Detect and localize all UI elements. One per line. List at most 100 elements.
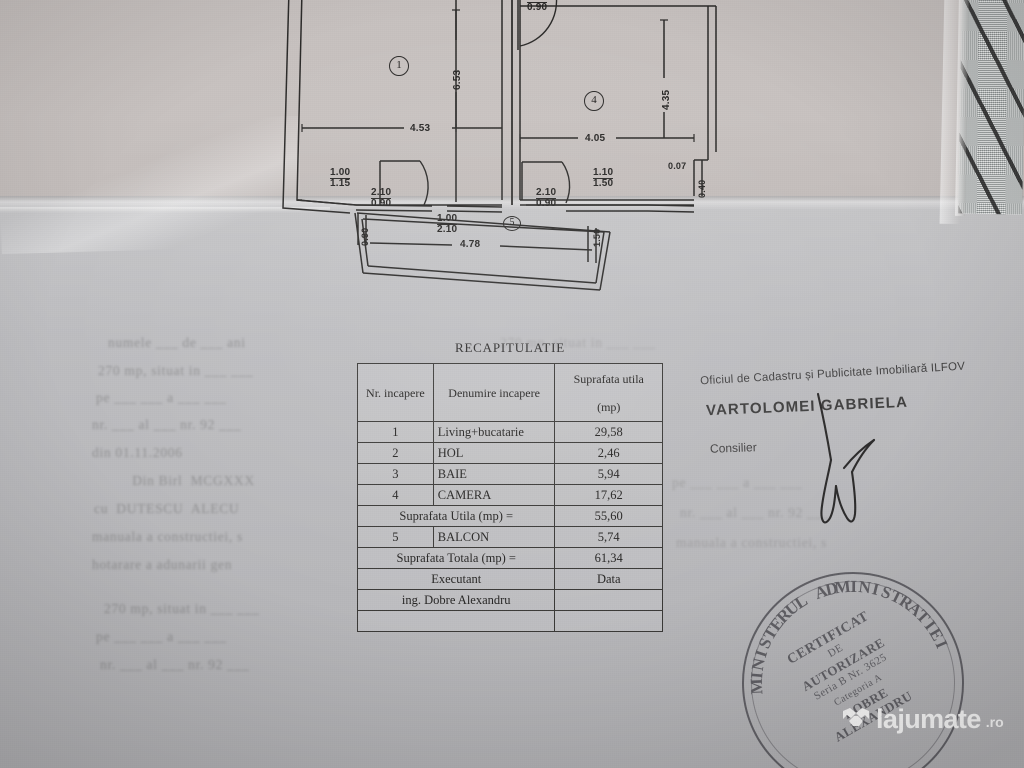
executant-label: Executant (356, 568, 556, 590)
opening-width: 1.00 (330, 167, 351, 179)
opening-height: 1.15 (330, 178, 351, 189)
site-watermark: lajumate .ro (841, 705, 1004, 733)
verso-ghost-text-4: nr. ___ al ___ nr. 92 ___ (92, 417, 242, 432)
dim-0-90-balcony: 0.90 (360, 227, 370, 246)
row-area: 29,58 (554, 421, 663, 443)
verso-ghost-text-9: hotarare a adunarii gen (92, 557, 233, 572)
verso-ghost-text-13: 270 mp, situat in ___ ___ (500, 335, 656, 350)
opening-label-door-3: 2.10 0.90 (536, 187, 557, 209)
table-row: 2 HOL 2,46 (357, 442, 663, 464)
floor-plan-drawing: 1 4 5 6.53 4.53 4.35 4.05 4.78 0.07 0.40… (0, 0, 1024, 300)
opening-height: 1.50 (593, 178, 614, 189)
row-area: 17,62 (554, 484, 663, 506)
recapitulatie-table: Nr. incapere Denumire incapere Suprafata… (356, 363, 663, 632)
dim-4-35: 4.35 (661, 89, 672, 110)
total-label: Suprafata Totala (mp) = (356, 547, 556, 569)
verso-ghost-text-11: pe ___ ___ a ___ ___ (96, 629, 227, 644)
opening-height: 2.10 (437, 224, 458, 235)
opening-height: 0.90 (536, 198, 557, 209)
header-area: Suprafata utila (mp) (554, 363, 663, 422)
footer-header-row: Executant Data (356, 568, 663, 590)
row-nr: 1 (357, 421, 434, 443)
table-row: 3 BAIE 5,94 (357, 463, 663, 485)
data-value (554, 589, 663, 611)
footer-blank-row (356, 610, 663, 632)
row-area: 5,94 (554, 463, 663, 485)
row-name: BAIE (432, 463, 556, 485)
row-nr: 4 (357, 484, 434, 506)
blank-cell-left (356, 610, 556, 632)
ocpi-officer-role: Consilier (709, 440, 757, 456)
verso-ghost-text-6: Din Birl MCGXXX (120, 473, 255, 488)
room-marker-4: 4 (584, 91, 604, 111)
opening-width: 2.10 (527, 0, 548, 3)
row-name: CAMERA (432, 484, 556, 506)
dim-0-40: 0.40 (697, 179, 707, 198)
verso-ghost-text-12: nr. ___ al ___ nr. 92 ___ (100, 657, 250, 672)
handwritten-signature (816, 392, 876, 524)
verso-ghost-text-7: cu DUTESCU ALECU (94, 501, 240, 516)
subtotal-label: Suprafata Utila (mp) = (356, 505, 556, 527)
watermark-tld: .ro (985, 714, 1004, 730)
verso-ghost-text-5: din 01.11.2006 (92, 445, 183, 460)
row-name: HOL (432, 442, 556, 464)
opening-label-window-1: 1.00 1.15 (330, 167, 351, 189)
blank-cell-right (554, 610, 663, 632)
room-marker-5: 5 (503, 216, 521, 231)
verso-ghost-text-16: manuala a constructiei, s (676, 535, 827, 550)
dim-4-78: 4.78 (460, 239, 481, 250)
verso-ghost-text-10: 270 mp, situat in ___ ___ (104, 601, 260, 616)
executant-value: ing. Dobre Alexandru (356, 589, 556, 611)
room-marker-1: 1 (389, 56, 409, 76)
dim-4-53: 4.53 (410, 123, 431, 134)
paper-fold-highlight (0, 207, 330, 213)
dim-1-50-balcony: 1.50 (592, 228, 602, 247)
row-name: BALCON (432, 526, 556, 548)
header-area-line1: Suprafata utila (573, 371, 644, 386)
opening-height: 0.90 (371, 198, 392, 209)
row-nr: 2 (357, 442, 434, 464)
table-row: 1 Living+bucatarie 29,58 (357, 421, 663, 443)
subtotal-row: Suprafata Utila (mp) = 55,60 (356, 505, 663, 527)
opening-width: 1.00 (437, 213, 458, 225)
row-name: Living+bucatarie (432, 421, 556, 443)
handshake-icon (843, 708, 869, 726)
stamp-arc-char: I (850, 576, 858, 597)
opening-width: 1.10 (593, 167, 614, 179)
table-header-row: Nr. incapere Denumire incapere Suprafata… (357, 363, 663, 422)
opening-label-door-4: 2.10 0.90 (527, 0, 548, 13)
header-area-line2: (mp) (597, 399, 621, 414)
row-nr: 5 (357, 526, 434, 548)
recapitulatie-section: RECAPITULATIE Nr. incapere Denumire inca… (356, 340, 663, 632)
verso-ghost-text-2: 270 mp, situat in ___ ___ (98, 363, 254, 378)
verso-ghost-text-1: numele ___ de ___ ani (108, 335, 246, 350)
verso-ghost-text-3: pe ___ ___ a ___ ___ (96, 390, 227, 405)
stamp-arc-char: M (746, 678, 767, 695)
row-nr: 3 (357, 463, 434, 485)
verso-ghost-text-15: nr. ___ al ___ nr. 92 ___ (680, 505, 830, 520)
header-nr: Nr. incapere (357, 363, 434, 422)
opening-height: 0.90 (527, 2, 548, 13)
table-row: 5 BALCON 5,74 (357, 526, 663, 548)
opening-label-door-1: 2.10 0.90 (371, 188, 392, 209)
header-name: Denumire incapere (432, 363, 556, 422)
floor-plan-svg (282, 0, 717, 291)
dim-6-53: 6.53 (452, 69, 463, 90)
total-row: Suprafata Totala (mp) = 61,34 (356, 547, 663, 569)
dim-4-05: 4.05 (585, 133, 606, 144)
opening-label-window-2: 1.10 1.50 (593, 167, 614, 189)
opening-width: 2.10 (536, 187, 557, 199)
verso-ghost-text-8: manuala a constructiei, s (92, 529, 243, 544)
table-row: 4 CAMERA 17,62 (357, 484, 663, 506)
row-area: 2,46 (554, 442, 663, 464)
row-area: 5,74 (554, 526, 663, 548)
opening-label-door-2: 1.00 2.10 (437, 213, 458, 235)
recapitulatie-title: RECAPITULATIE (454, 340, 566, 355)
stamp-arc-char: M (833, 576, 852, 598)
verso-ghost-text-14: pe ___ ___ a ___ ___ (672, 475, 803, 490)
footer-value-row: ing. Dobre Alexandru (356, 589, 663, 611)
dim-0-07: 0.07 (668, 161, 687, 171)
subtotal-value: 55,60 (554, 505, 663, 527)
